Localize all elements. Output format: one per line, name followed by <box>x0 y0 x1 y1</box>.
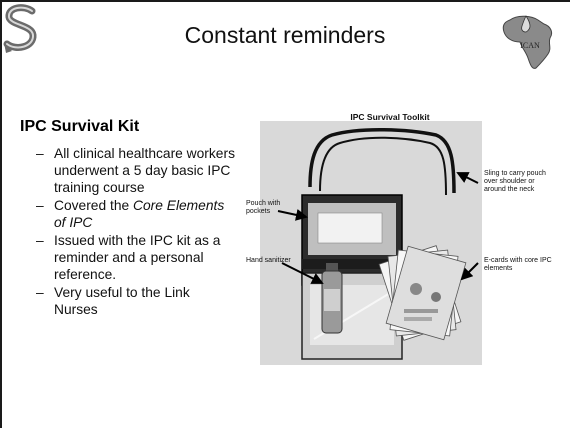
ican-logo-text: ICAN <box>520 41 540 50</box>
bullet-text: All clinical healthcare workers underwen… <box>54 146 235 195</box>
slide-frame-left <box>0 0 2 428</box>
ipc-toolkit-photo <box>240 113 560 367</box>
slide-title: Constant reminders <box>184 22 386 48</box>
callout-ecards: E-cards with core IPC elements <box>484 257 552 272</box>
bullet-text: Issued with the IPC kit as a reminder an… <box>54 233 221 282</box>
bullet-item-kit-issued: –Issued with the IPC kit as a reminder a… <box>36 232 236 283</box>
pouch-zipper <box>302 259 402 269</box>
lanyard-strap <box>308 127 456 194</box>
kit-heading: IPC Survival Kit <box>20 118 140 135</box>
bullet-item-link-nurses: –Very useful to the Link Nurses <box>36 284 236 318</box>
slide-frame-top <box>0 0 570 2</box>
photo-title: IPC Survival Toolkit <box>350 112 430 122</box>
callout-sling: Sling to carry pouch over shoulder or ar… <box>484 170 546 193</box>
sanitizer-arrow <box>281 262 324 284</box>
bullet-text: Very useful to the Link Nurses <box>54 285 190 317</box>
pouch-card <box>317 212 383 244</box>
ican-africa-logo-icon: ICAN <box>502 15 553 69</box>
callout-sanitizer: Hand sanitizer <box>246 257 291 264</box>
pouch-arrow <box>277 209 308 221</box>
callout-pouch: Pouch with pockets <box>246 200 281 215</box>
bullet-dash: – <box>36 285 44 300</box>
bullet-dash: – <box>36 146 44 161</box>
bullet-emphasis: Core Elements of IPC <box>54 198 225 230</box>
bullet-item-training: –All clinical healthcare workers underwe… <box>36 145 236 196</box>
e-cards-fan <box>378 245 467 341</box>
bullet-text: Covered the <box>54 198 133 213</box>
s-logo-icon <box>2 3 40 55</box>
bullet-item-core-elements: –Covered the Core Elements of IPC <box>36 197 236 231</box>
bullet-dash: – <box>36 233 44 248</box>
bullet-dash: – <box>36 198 44 213</box>
bullet-list: –All clinical healthcare workers underwe… <box>36 145 236 319</box>
lanyard-inner <box>319 136 447 196</box>
sanitizer-cap <box>326 263 338 271</box>
sling-arrow <box>456 172 479 184</box>
ecards-arrow <box>460 262 479 281</box>
